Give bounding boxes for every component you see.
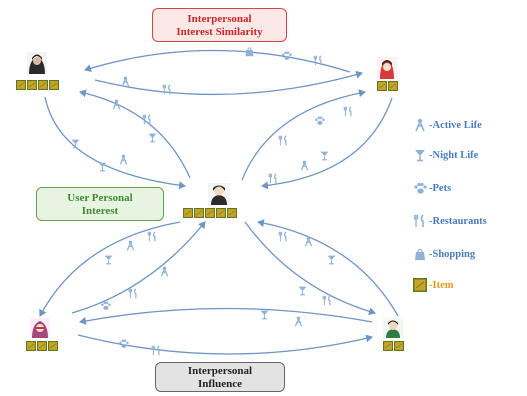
arrow-influence-top	[79, 307, 373, 325]
similarity-line-1: Interpersonal	[187, 13, 252, 25]
restaurants-icon	[343, 106, 352, 117]
pets-icon	[119, 339, 129, 348]
interpersonal-interest-similarity-box: Interpersonal Interest Similarity	[152, 8, 287, 42]
personal-line-2: Interest	[81, 205, 119, 217]
item-strip-user-top-left	[16, 80, 59, 90]
arrow-bottomleft-to-center-inner	[71, 221, 206, 314]
night-life-icon	[97, 161, 108, 172]
arrow-center-to-bottomleft-outer	[39, 221, 181, 317]
active-life-icon	[160, 266, 169, 277]
arrow-topleft-to-center-outer	[44, 96, 186, 190]
legend-row-restaurants: -Restaurants	[413, 213, 487, 229]
restaurants-icon	[268, 173, 277, 184]
restaurants-icon	[151, 345, 160, 356]
night-life-icon	[326, 254, 337, 265]
arrow-topright-to-center-outer	[261, 97, 393, 190]
item-strip-user-center	[183, 208, 237, 218]
pets-icon	[282, 51, 292, 60]
arrow-similarity-bottom	[94, 70, 363, 96]
item-strip-user-bottom-left	[26, 341, 58, 351]
restaurants-icon	[278, 135, 287, 146]
legend-row-pets: -Pets	[413, 180, 451, 196]
shopping-icon	[245, 47, 254, 57]
arrow-center-to-topright-inner	[241, 89, 366, 181]
active-life-icon	[126, 240, 135, 251]
night-life-icon	[413, 148, 427, 162]
influence-line-1: Interpersonal	[187, 365, 253, 377]
pets-icon	[101, 301, 111, 310]
similarity-line-2: Interest Similarity	[176, 26, 263, 38]
legend-label-restaurants: -Restaurants	[429, 215, 487, 227]
night-life-icon	[259, 309, 270, 320]
arrow-influence-bottom	[77, 334, 373, 355]
item-icon	[413, 278, 427, 292]
legend-label-active-life: -Active Life	[429, 119, 482, 131]
active-life-icon	[119, 154, 128, 165]
avatar-user-bottom-right	[383, 318, 403, 338]
avatar-user-top-left	[27, 52, 47, 74]
restaurants-icon	[413, 214, 427, 228]
night-life-icon	[147, 132, 158, 143]
active-life-icon	[300, 160, 309, 171]
active-life-icon	[294, 316, 303, 327]
legend-row-active-life: -Active Life	[413, 117, 482, 133]
night-life-icon	[319, 150, 330, 161]
night-life-icon	[297, 285, 308, 296]
legend-label-night-life: -Night Life	[429, 149, 479, 161]
avatar-user-top-right	[377, 57, 397, 79]
arrow-bottomright-to-center-outer	[257, 219, 399, 317]
active-life-icon	[413, 118, 427, 132]
restaurants-icon	[147, 231, 156, 242]
legend-label-shopping: -Shopping	[429, 248, 476, 260]
avatar-user-center	[208, 183, 230, 205]
shopping-icon	[413, 247, 427, 261]
pets-icon	[413, 181, 427, 195]
user-personal-interest-box: User Personal Interest	[36, 187, 164, 221]
legend-row-item: -Item	[413, 277, 454, 293]
legend-row-night-life: -Night Life	[413, 147, 478, 163]
personal-line-1: User Personal	[67, 192, 133, 204]
arrow-center-to-bottomright-inner	[244, 221, 376, 316]
restaurants-icon	[278, 231, 287, 242]
restaurants-icon	[322, 295, 331, 306]
item-strip-user-bottom-right	[383, 341, 404, 351]
influence-line-2: Influence	[198, 378, 242, 390]
pets-icon	[315, 116, 325, 125]
arrow-center-to-topleft-inner	[79, 89, 191, 179]
item-strip-user-top-right	[377, 81, 398, 91]
interpersonal-influence-box: Interpersonal Influence	[155, 362, 285, 392]
legend-label-item: -Item	[429, 279, 454, 291]
night-life-icon	[70, 138, 81, 149]
active-life-icon	[121, 76, 130, 87]
legend-label-pets: -Pets	[429, 182, 452, 194]
restaurants-icon	[128, 288, 137, 299]
night-life-icon	[103, 254, 114, 265]
avatar-user-bottom-left	[30, 318, 50, 338]
legend-row-shopping: -Shopping	[413, 246, 475, 262]
arrow-similarity-top	[84, 49, 351, 73]
